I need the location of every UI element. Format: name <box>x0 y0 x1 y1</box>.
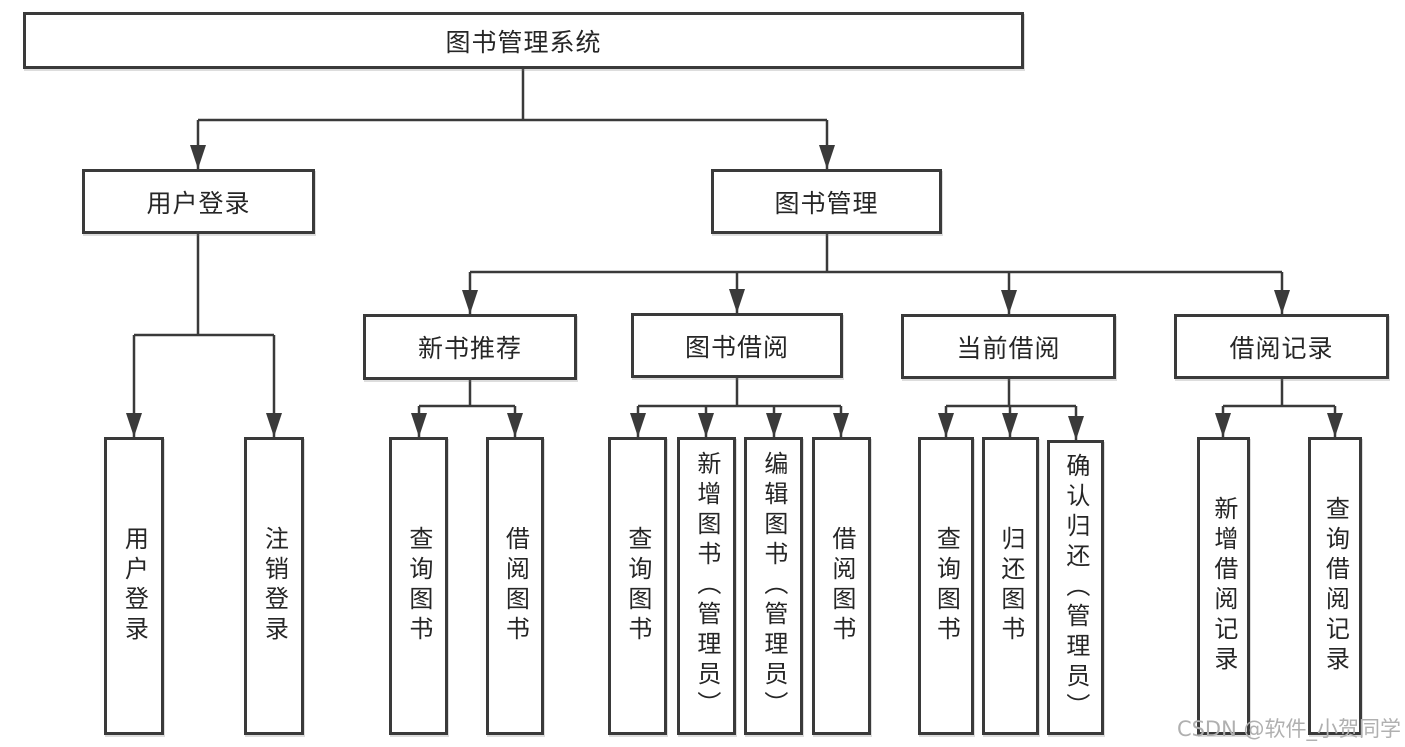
node-current-borrowing: 当前借阅 <box>901 314 1116 379</box>
node-book-management: 图书管理 <box>711 169 942 234</box>
leaf-logout-label: 注销登录 <box>260 526 289 646</box>
leaf-cb-query-books: 查询图书 <box>918 437 974 735</box>
node-book-borrowing: 图书借阅 <box>631 313 843 378</box>
node-borrowing-records: 借阅记录 <box>1174 314 1389 379</box>
leaf-br-add-record-label: 新增借阅记录 <box>1209 496 1238 676</box>
node-current-borrowing-label: 当前借阅 <box>956 333 1061 363</box>
node-book-borrowing-label: 图书借阅 <box>684 332 789 362</box>
leaf-bb-edit-books-admin: 编辑图书（管理员） <box>744 437 803 735</box>
leaf-cb-return-books-label: 归还图书 <box>996 526 1025 646</box>
node-user-login: 用户登录 <box>82 169 315 234</box>
leaf-logout: 注销登录 <box>244 437 304 735</box>
leaf-cb-query-books-label: 查询图书 <box>932 526 961 646</box>
node-borrowing-records-label: 借阅记录 <box>1229 333 1334 363</box>
leaf-cb-confirm-return-admin-label: 确认归还（管理员） <box>1061 452 1090 723</box>
leaf-rec-query-books: 查询图书 <box>389 437 448 735</box>
node-user-login-label: 用户登录 <box>146 188 251 218</box>
leaf-bb-query-books-label: 查询图书 <box>623 526 652 646</box>
leaf-cb-return-books: 归还图书 <box>982 437 1039 735</box>
leaf-bb-borrow-books-label: 借阅图书 <box>827 526 856 646</box>
leaf-cb-confirm-return-admin: 确认归还（管理员） <box>1047 440 1104 735</box>
leaf-br-query-record: 查询借阅记录 <box>1308 437 1362 735</box>
leaf-rec-query-books-label: 查询图书 <box>404 526 433 646</box>
leaf-user-login: 用户登录 <box>104 437 164 735</box>
leaf-bb-query-books: 查询图书 <box>608 437 667 735</box>
leaf-user-login-label: 用户登录 <box>120 526 149 646</box>
leaf-bb-edit-books-admin-label: 编辑图书（管理员） <box>759 451 788 721</box>
node-new-book-recommendation-label: 新书推荐 <box>417 334 522 363</box>
leaf-br-query-record-label: 查询借阅记录 <box>1321 496 1350 676</box>
leaf-rec-borrow-books-label: 借阅图书 <box>501 526 530 646</box>
node-new-book-recommendation: 新书推荐 <box>363 314 577 380</box>
csdn-watermark: CSDN @软件_小贺同学 <box>1176 717 1401 741</box>
node-book-management-label: 图书管理 <box>774 188 879 218</box>
node-root-label: 图书管理系统 <box>445 27 602 57</box>
leaf-bb-add-books-admin-label: 新增图书（管理员） <box>692 451 721 721</box>
node-root-system: 图书管理系统 <box>23 12 1024 69</box>
leaf-br-add-record: 新增借阅记录 <box>1197 437 1250 735</box>
leaf-bb-add-books-admin: 新增图书（管理员） <box>677 437 736 735</box>
leaf-bb-borrow-books: 借阅图书 <box>812 437 871 735</box>
leaf-rec-borrow-books: 借阅图书 <box>486 437 544 735</box>
